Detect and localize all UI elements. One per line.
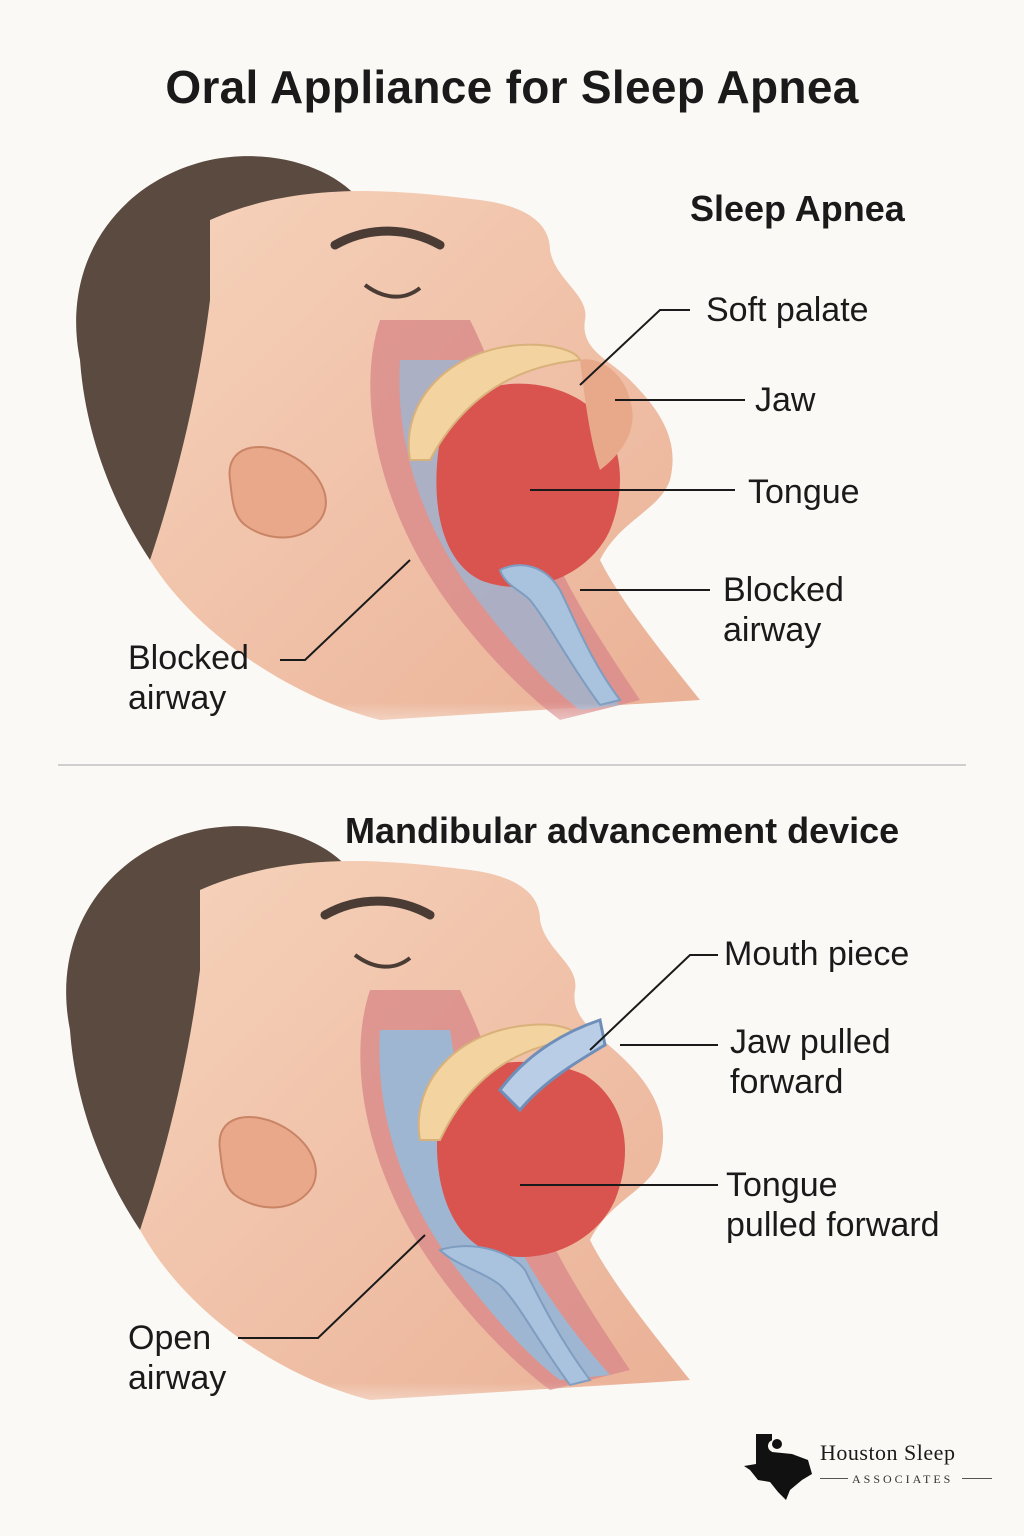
label-line: Blocked [723, 571, 844, 609]
label-line: airway [128, 679, 227, 717]
eyebrow [330, 226, 445, 250]
closed-eye [363, 283, 422, 299]
label-mouth-piece: Mouth piece [724, 935, 910, 973]
label-line: pulled forward [726, 1206, 940, 1244]
brand-name: Houston Sleep [820, 1440, 956, 1465]
label-line: Jaw pulled [730, 1023, 891, 1061]
label-line: Tongue [726, 1166, 838, 1204]
label-line: Blocked [128, 639, 249, 677]
tongue-shape [436, 383, 620, 587]
head-device [0, 826, 1024, 1430]
leader-lines-top [280, 309, 745, 661]
label-tongue: Tongue [748, 473, 860, 511]
leader-soft-palate [579, 309, 690, 386]
label-soft-palate: Soft palate [706, 291, 869, 329]
ear-shape-2 [218, 1116, 317, 1209]
eyebrow-2 [320, 896, 435, 920]
label-blocked-airway-left: Blocked airway [128, 638, 249, 718]
label-blocked-airway-right: Blocked airway [723, 570, 844, 650]
ear-shape [228, 446, 327, 539]
tongue-shape-2 [437, 1061, 625, 1257]
label-open-airway: Open airway [128, 1318, 226, 1398]
palate-shape [407, 343, 582, 461]
leader-open-airway [238, 1234, 426, 1339]
label-line: airway [128, 1359, 227, 1397]
palate-shape-2 [417, 1023, 582, 1141]
label-line: airway [723, 611, 822, 649]
section-divider [58, 764, 966, 766]
jaw-tissue [580, 359, 633, 470]
brand-rule-right [962, 1478, 992, 1479]
page-title: Oral Appliance for Sleep Apnea [165, 61, 859, 113]
leader-lines-bottom [238, 954, 718, 1339]
leader-mouth-piece [589, 954, 718, 1051]
brand-rule-left [820, 1478, 848, 1479]
closed-eye-2 [353, 953, 412, 969]
brand-subtitle: ASSOCIATES [852, 1472, 954, 1486]
head-apnea [0, 156, 1024, 750]
label-line: forward [730, 1063, 844, 1101]
label-jaw-forward: Jaw pulled forward [730, 1022, 891, 1102]
brand-logo: Houston Sleep ASSOCIATES [742, 1430, 1002, 1500]
mouth-piece-shape [498, 1018, 607, 1113]
panel-heading-device: Mandibular advancement device [345, 810, 900, 851]
leader-blocked-left [280, 559, 411, 661]
label-jaw: Jaw [755, 381, 816, 419]
panel-heading-apnea: Sleep Apnea [690, 188, 905, 229]
texas-moon-icon [744, 1434, 812, 1500]
label-tongue-forward: Tongue pulled forward [726, 1165, 940, 1245]
label-line: Open [128, 1319, 212, 1357]
